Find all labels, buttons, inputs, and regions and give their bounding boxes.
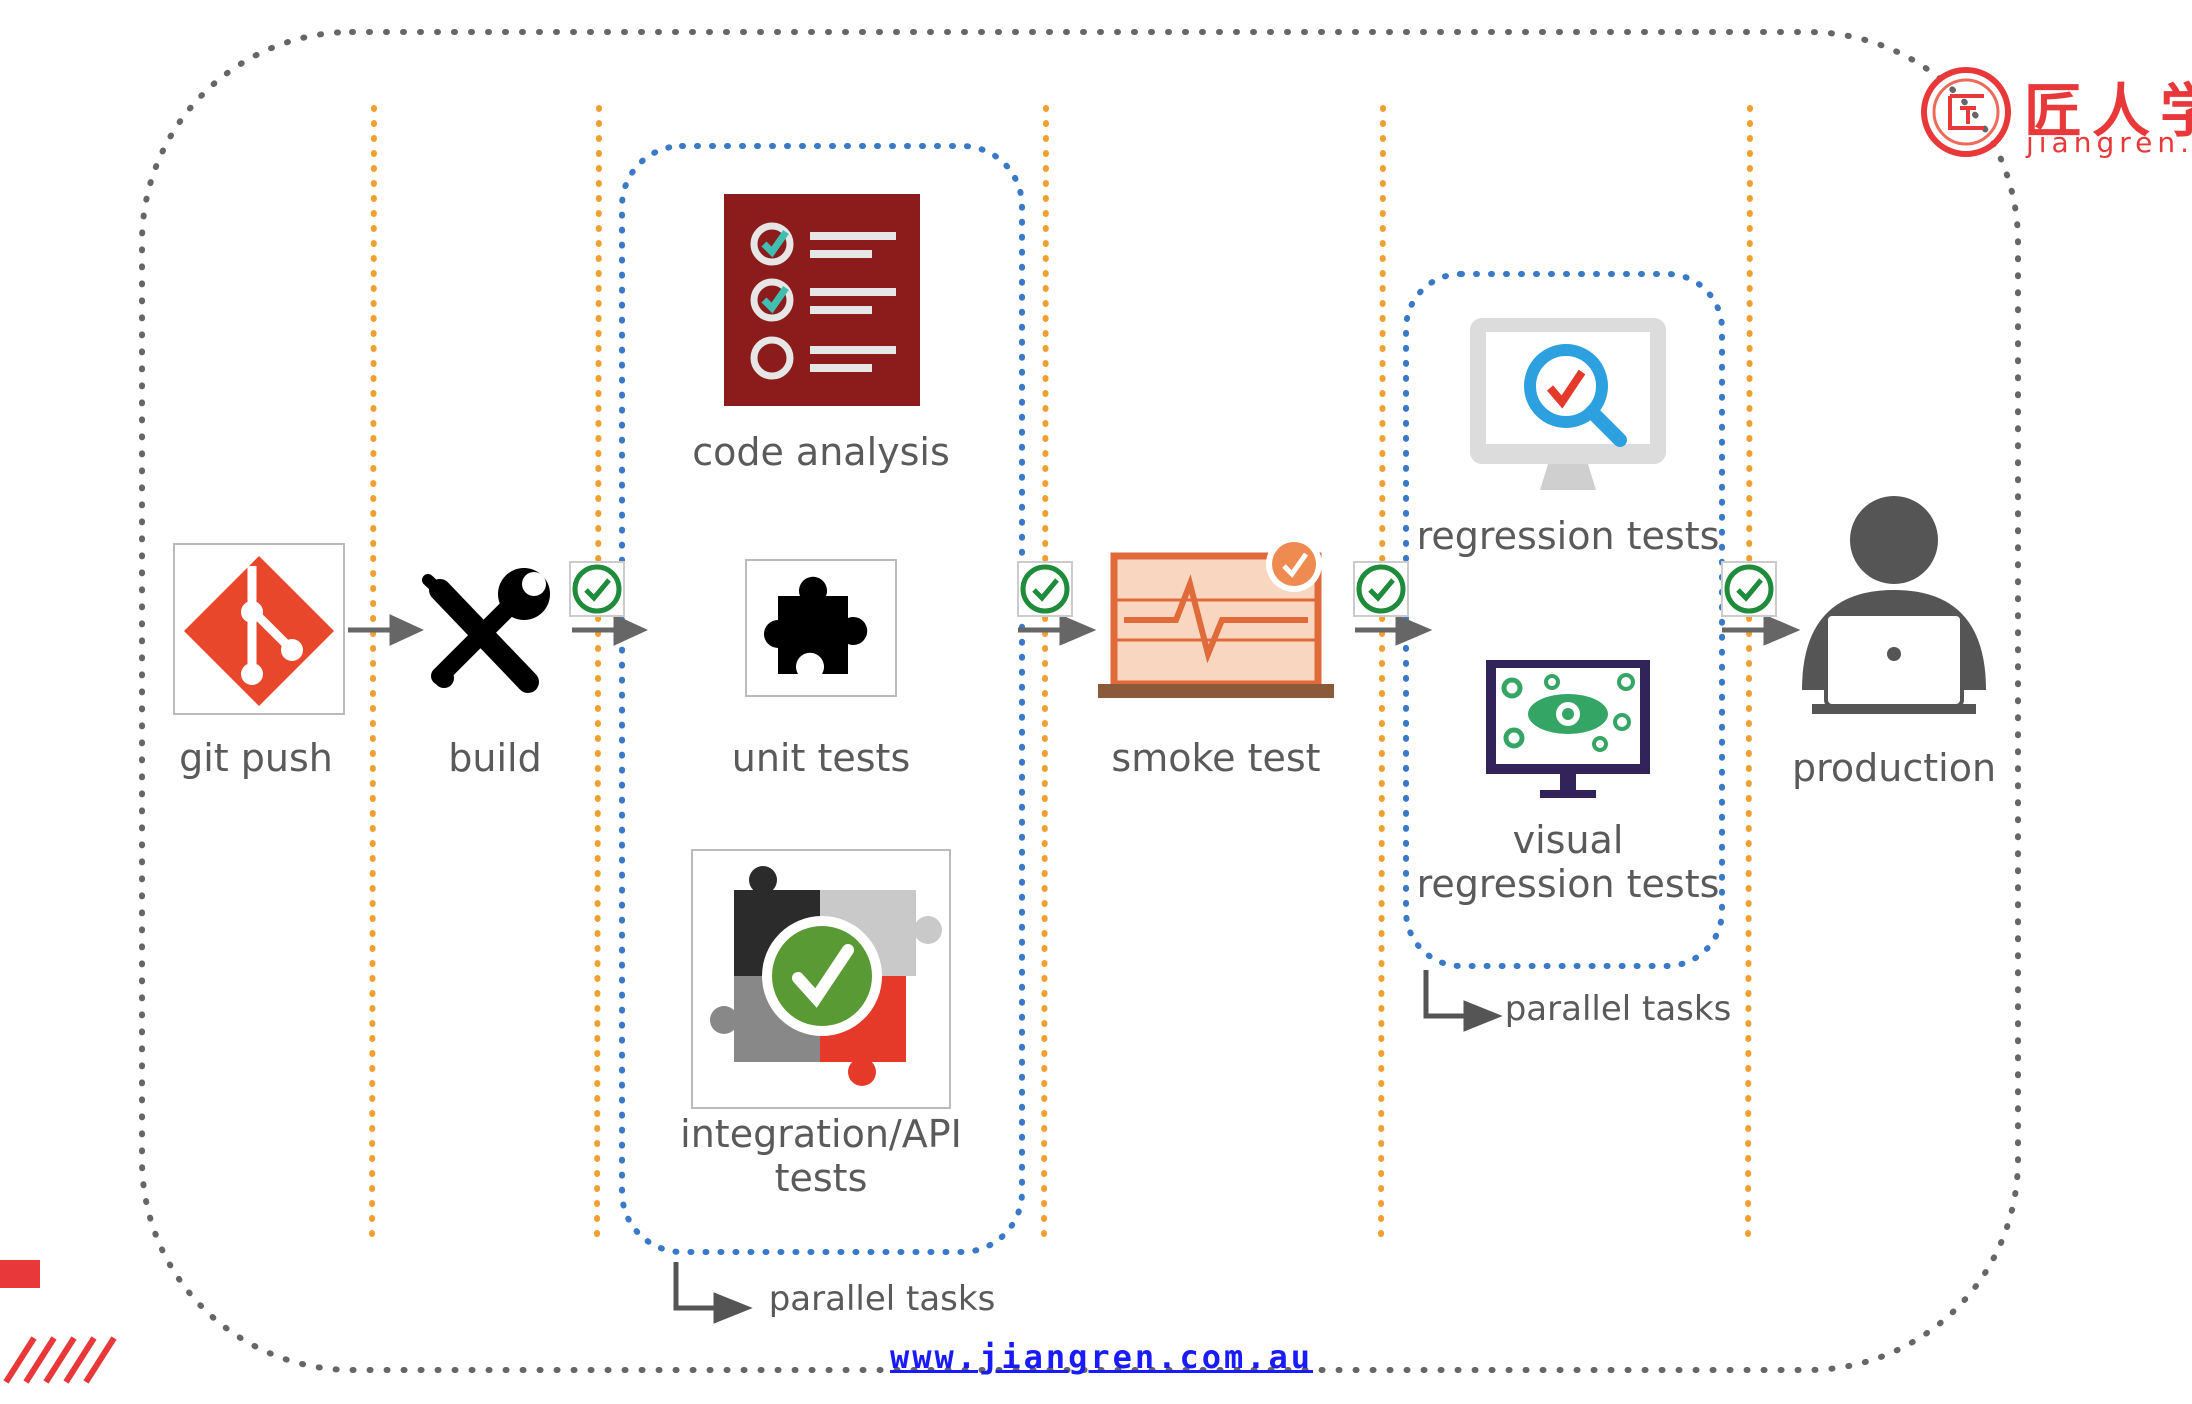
puzzle-check-icon bbox=[691, 849, 951, 1109]
parallel-arrow-icon bbox=[673, 970, 1503, 1324]
stage-label-unit-tests: unit tests bbox=[731, 736, 911, 780]
pipeline-boundary bbox=[139, 29, 2021, 1373]
monitor-search-icon bbox=[1470, 318, 1666, 490]
user-laptop-icon bbox=[1802, 496, 1986, 714]
check-circle-icon bbox=[1721, 561, 1777, 617]
puzzle-icon bbox=[745, 559, 897, 697]
git-icon bbox=[173, 543, 345, 715]
tools-icon bbox=[422, 568, 550, 693]
stage-label-regression-tests: regression tests bbox=[1416, 514, 1720, 558]
check-circle-icon bbox=[1017, 561, 1073, 617]
stage-label-production: production bbox=[1791, 746, 1997, 790]
check-circle-icon bbox=[1353, 561, 1409, 617]
stage-label-visual-regression-tests: visual regression tests bbox=[1416, 818, 1720, 907]
stage-label-code-analysis: code analysis bbox=[692, 430, 950, 474]
monitor-eye-icon bbox=[1486, 660, 1650, 798]
corner-decoration bbox=[0, 1260, 117, 1384]
stage-label-integration-tests: integration/API tests bbox=[680, 1112, 962, 1201]
brand-logo-icon bbox=[1921, 67, 2011, 157]
laptop-pulse-icon bbox=[1098, 536, 1334, 698]
stage-dividers bbox=[369, 105, 1753, 1245]
brand-name-english: jiangren.c bbox=[2026, 126, 2192, 159]
website-link[interactable]: www.jiangren.com.au bbox=[890, 1338, 1314, 1376]
brand-name-chinese: 匠人学 bbox=[2024, 77, 2192, 145]
check-circle-icon bbox=[569, 561, 625, 617]
checklist-icon bbox=[724, 194, 920, 406]
stage-label-build: build bbox=[448, 736, 542, 780]
flow-arrows bbox=[348, 614, 1801, 646]
parallel-group-1 bbox=[619, 143, 1025, 1255]
parallel-tasks-label-1: parallel tasks bbox=[768, 1279, 996, 1319]
stage-label-smoke-test: smoke test bbox=[1111, 736, 1321, 780]
stage-label-git-push: git push bbox=[179, 736, 333, 780]
parallel-tasks-label-2: parallel tasks bbox=[1504, 989, 1732, 1029]
